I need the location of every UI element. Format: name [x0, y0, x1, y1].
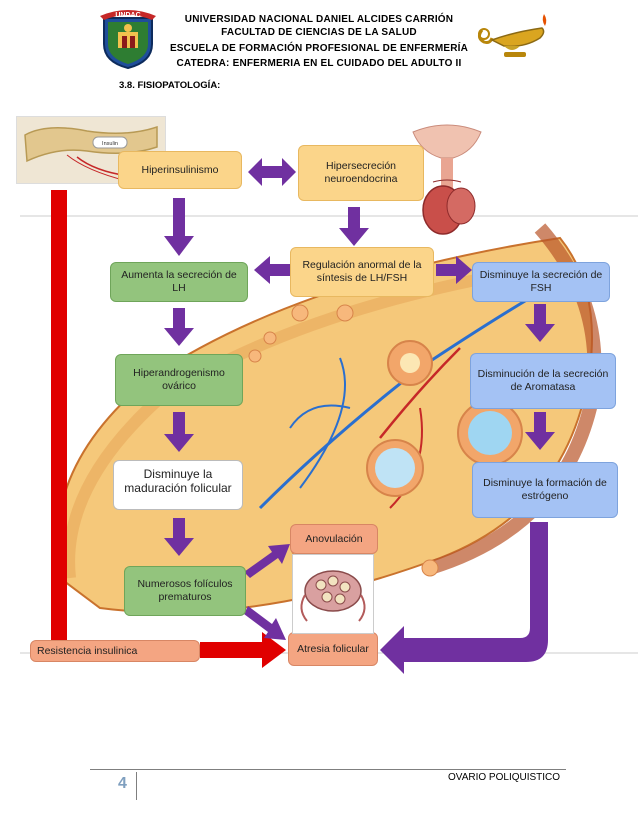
red-arrow-right — [200, 632, 286, 668]
box-numerosos-foliculos: Numerosos folículos prematuros — [124, 566, 246, 616]
nursing-lamp-icon — [477, 14, 547, 57]
arrow-to-anovulacion — [244, 544, 290, 578]
arrow-hipersec-down — [339, 207, 369, 246]
polycystic-ovary-icon — [300, 570, 366, 622]
university-seal-logo: UNDAC — [100, 10, 156, 70]
double-arrow — [248, 158, 296, 186]
box-regulacion: Regulación anormal de la síntesis de LH/… — [290, 247, 434, 297]
arrow-regulacion-right — [436, 256, 472, 284]
footer-rule — [90, 769, 566, 770]
box-disminucion-aromatasa: Disminución de la secreción de Aromatasa — [470, 353, 616, 409]
header-course: CATEDRA: ENFERMERIA EN EL CUIDADO DEL AD… — [176, 58, 462, 69]
arrow-maduracion-down — [164, 518, 194, 556]
box-aumenta-lh: Aumenta la secreción de LH — [110, 262, 248, 302]
red-arrow-vertical — [51, 190, 67, 640]
box-hiperinsulinismo: Hiperinsulinismo — [118, 151, 242, 189]
box-disminuye-maduracion: Disminuye la maduración folicular — [113, 460, 243, 510]
box-resistencia: Resistencia insulinica — [30, 640, 200, 662]
arrow-to-atresia — [244, 606, 286, 640]
arrow-regulacion-left — [254, 256, 290, 284]
box-atresia: Atresia folicular — [288, 632, 378, 666]
section-title: 3.8. FISIOPATOLOGÍA: — [119, 80, 221, 91]
pituitary-icon — [412, 124, 482, 235]
box-disminuye-fsh: Disminuye la secreción de FSH — [472, 262, 610, 302]
box-hipersecrecion: Hipersecreción neuroendocrina — [298, 145, 424, 201]
diagram-arrows — [51, 158, 555, 674]
ovary-photo — [292, 554, 374, 634]
footer-title: OVARIO POLIQUISTICO — [448, 772, 561, 783]
arrow-hiperandro-down — [164, 412, 194, 452]
arrow-estrogeno-curve — [380, 522, 548, 674]
logo-text: UNDAC — [115, 12, 140, 19]
arrow-hiper-down — [164, 198, 194, 256]
header-faculty: FACULTAD DE CIENCIAS DE LA SALUD — [221, 27, 417, 38]
arrow-aromatasa-down — [525, 412, 555, 450]
box-disminuye-estrogeno: Disminuye la formación de estrógeno — [472, 462, 618, 518]
pancreas-label: Insulin — [102, 141, 118, 147]
header: UNDAC UNIVERSIDAD NACIONAL DANIEL ALCIDE… — [0, 0, 638, 100]
box-anovulacion: Anovulación — [290, 524, 378, 554]
pituitary-image — [403, 122, 491, 237]
arrow-fsh-down — [525, 304, 555, 342]
pancreas-image: Insulin — [16, 116, 166, 184]
footer: 4 OVARIO POLIQUISTICO — [0, 760, 638, 810]
header-university: UNIVERSIDAD NACIONAL DANIEL ALCIDES CARR… — [184, 14, 454, 25]
box-hiperandrogenismo: Hiperandrogenismo ovárico — [115, 354, 243, 406]
header-school: ESCUELA DE FORMACIÓN PROFESIONAL DE ENFE… — [169, 43, 469, 54]
footer-divider — [136, 772, 137, 800]
page-number: 4 — [118, 775, 127, 792]
arrow-lh-down — [164, 308, 194, 346]
